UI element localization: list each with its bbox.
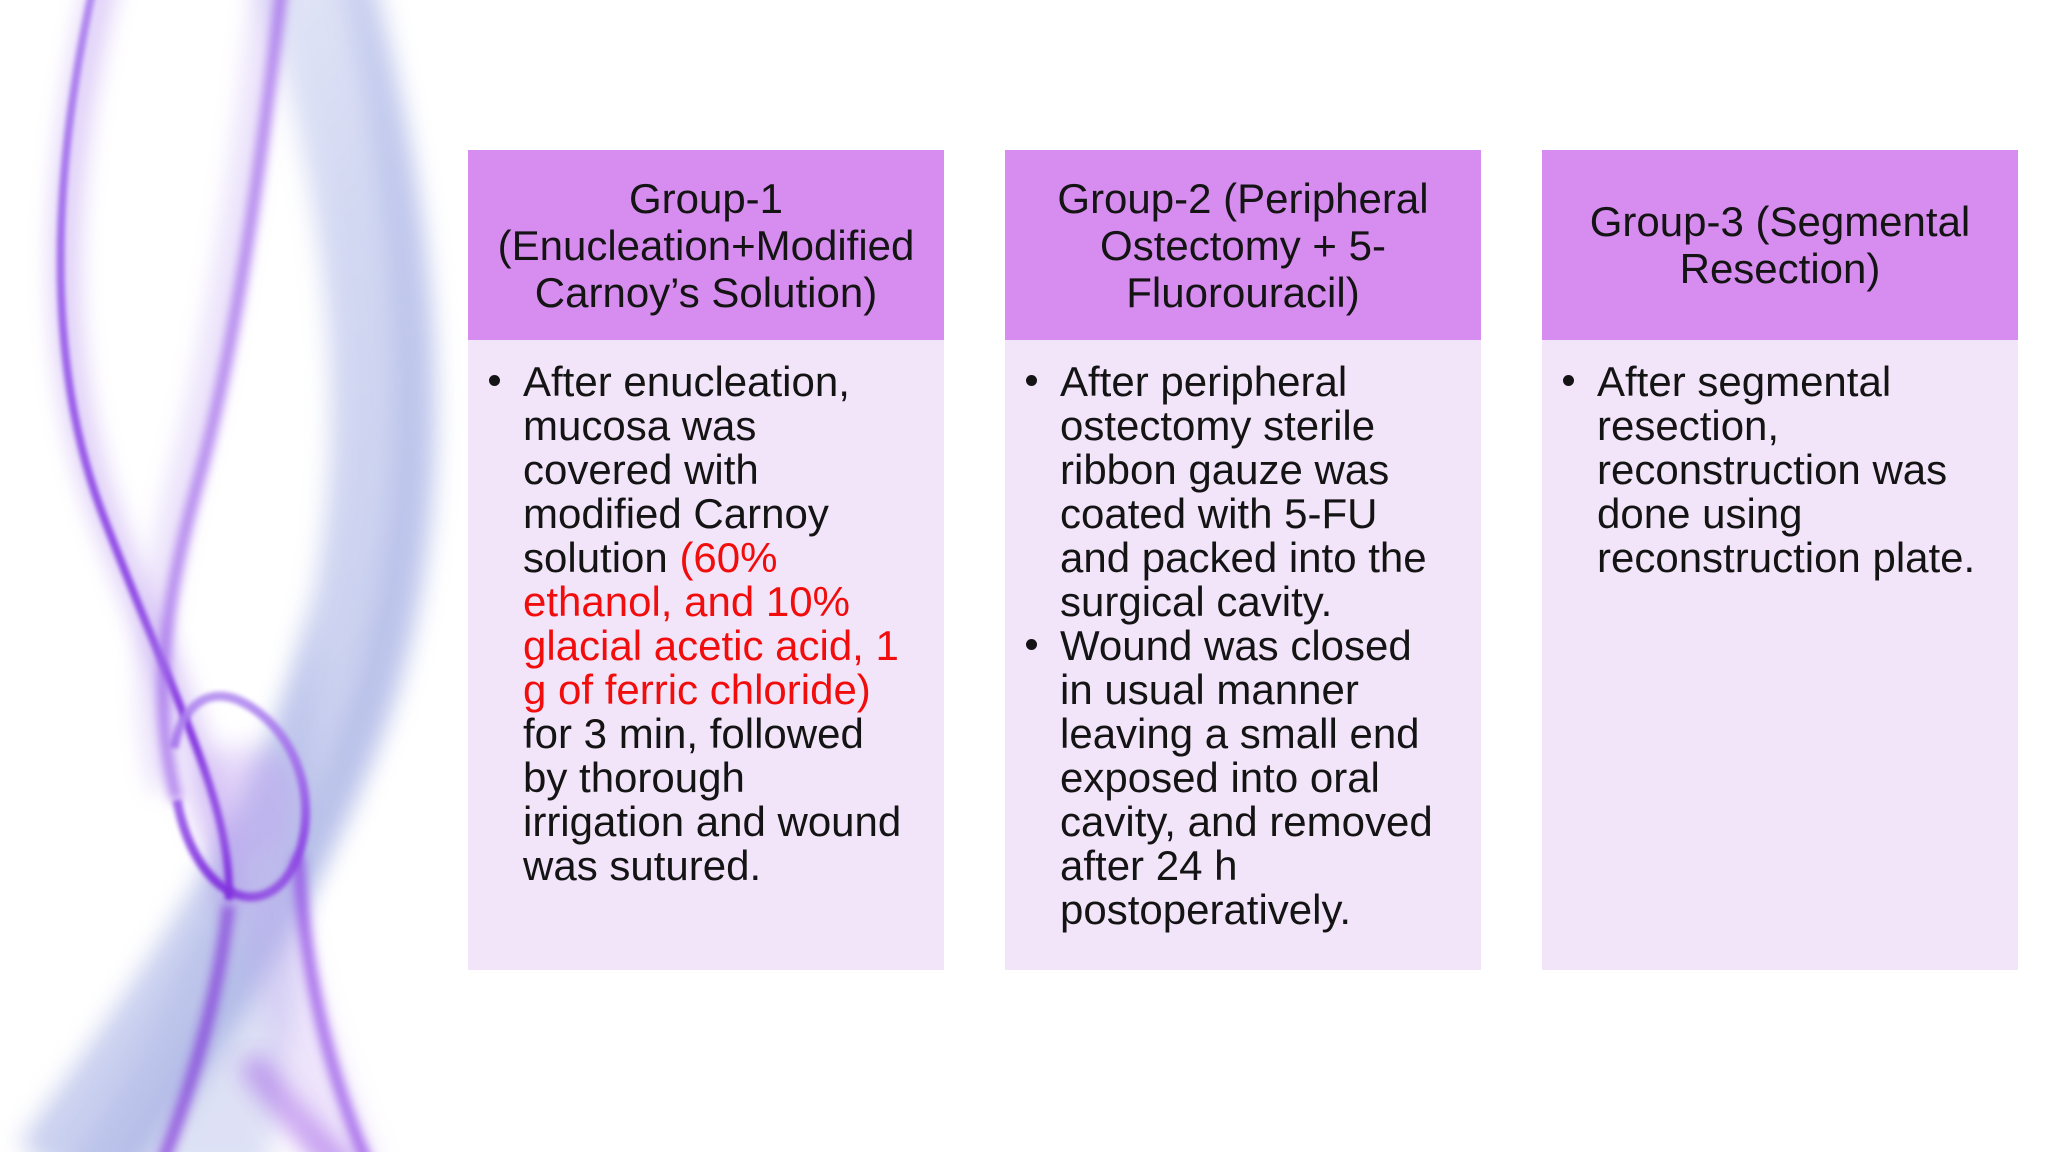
group-column: Group-2 (Peripheral Ostectomy + 5- Fluor… — [1005, 150, 1481, 970]
group-body: After segmental resection, reconstructio… — [1542, 340, 2018, 970]
group-header: Group-1 (Enucleation+Modified Carnoy’s S… — [468, 150, 944, 340]
group-body: After peripheral ostectomy sterile ribbo… — [1005, 340, 1481, 970]
smoke-ribbon — [239, 1052, 345, 1152]
decorative-smoke-graphic — [19, 0, 437, 1152]
bullet-icon — [1026, 375, 1037, 386]
bullet-list: After segmental resection, reconstructio… — [1542, 360, 2012, 580]
smoke-ribbon — [139, 0, 280, 794]
smoke-ribbon — [169, 691, 310, 902]
bullet-text: After peripheral ostectomy sterile ribbo… — [1060, 358, 1427, 625]
group-header-text: Group-2 (Peripheral Ostectomy + 5- Fluor… — [1057, 174, 1429, 316]
bullet-text-highlight: (60% ethanol, and 10% glacial acetic aci… — [523, 534, 899, 713]
smoke-ribbon — [221, 758, 376, 1152]
group-header: Group-2 (Peripheral Ostectomy + 5- Fluor… — [1005, 150, 1481, 340]
group-body: After enucleation, mucosa was covered wi… — [468, 340, 944, 970]
bullet-icon — [1026, 639, 1037, 650]
bullet-list: After peripheral ostectomy sterile ribbo… — [1005, 360, 1475, 932]
smoke-ribbon — [160, 904, 235, 1152]
bullet-icon — [489, 375, 500, 386]
treatment-group-columns: Group-1 (Enucleation+Modified Carnoy’s S… — [468, 150, 2018, 970]
bullet-item: Wound was closed in usual manner leaving… — [1005, 624, 1475, 932]
bullet-item: After peripheral ostectomy sterile ribbo… — [1005, 360, 1475, 624]
group-header: Group-3 (Segmental Resection) — [1542, 150, 2018, 340]
bullet-text: After enucleation, mucosa was covered wi… — [523, 358, 850, 581]
bullet-icon — [1563, 375, 1574, 386]
group-header-text: Group-1 (Enucleation+Modified Carnoy’s S… — [497, 174, 915, 316]
bullet-text: Wound was closed in usual manner leaving… — [1060, 622, 1433, 933]
bullet-item: After enucleation, mucosa was covered wi… — [468, 360, 938, 888]
group-column: Group-3 (Segmental Resection) After segm… — [1542, 150, 2018, 970]
bullet-text: for 3 min, followed by thorough irrigati… — [523, 710, 902, 889]
smoke-ribbon — [78, 600, 315, 1152]
group-header-text: Group-3 (Segmental Resection) — [1589, 198, 1971, 292]
bullet-item: After segmental resection, reconstructio… — [1542, 360, 2012, 580]
group-column: Group-1 (Enucleation+Modified Carnoy’s S… — [468, 150, 944, 970]
bullet-text: After segmental resection, reconstructio… — [1597, 358, 1976, 581]
bullet-list: After enucleation, mucosa was covered wi… — [468, 360, 938, 888]
